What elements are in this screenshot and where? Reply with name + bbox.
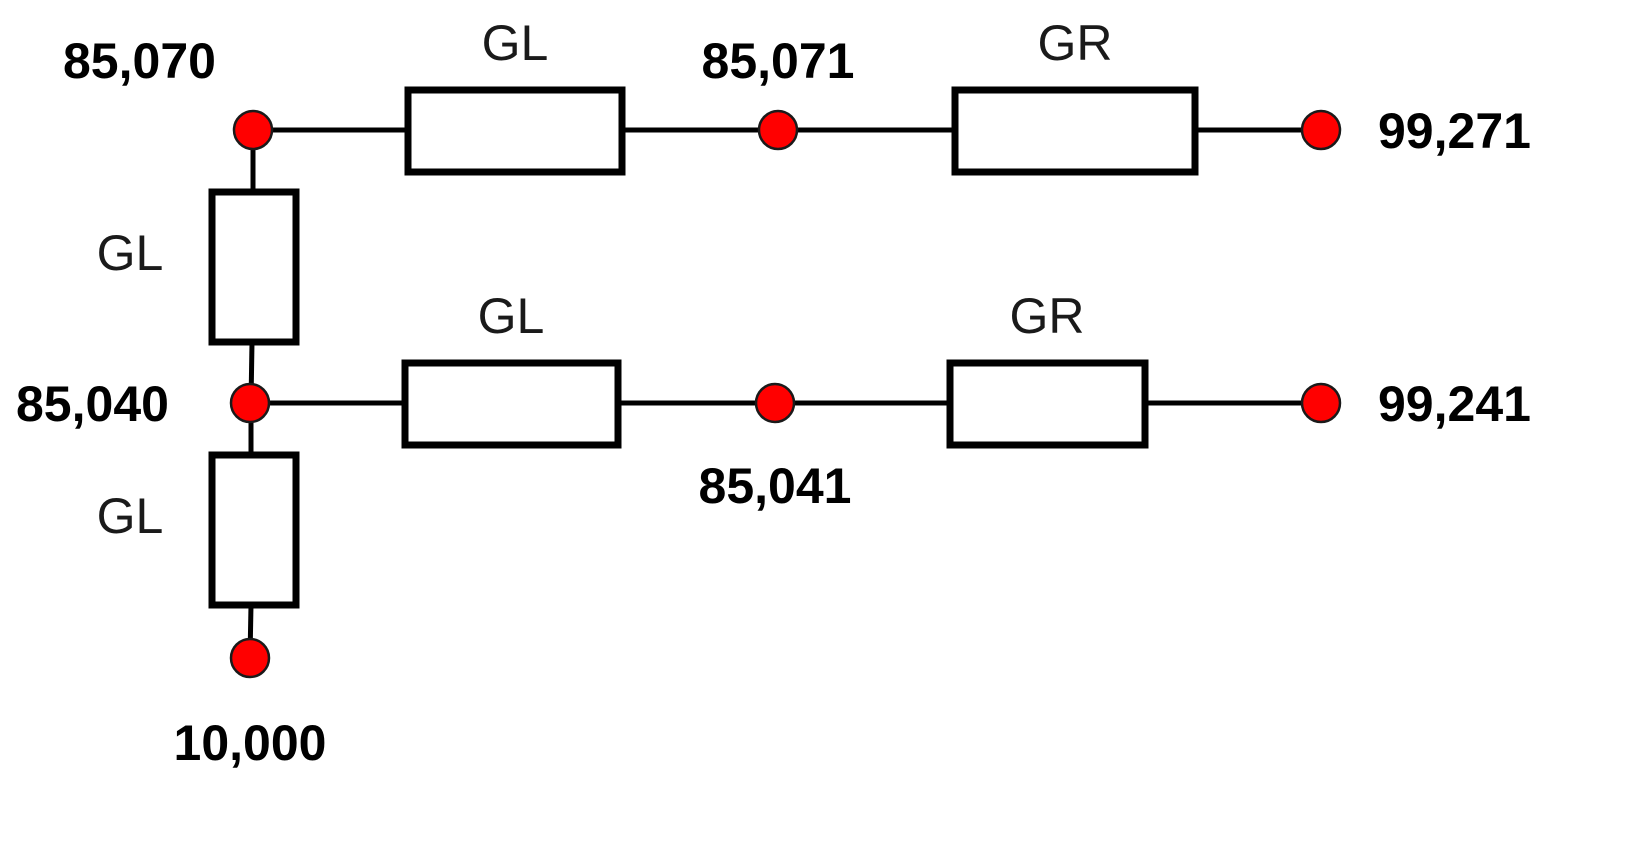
branch-label-b-mid-gl: GL	[478, 288, 545, 344]
node-dot-n85040[interactable]	[229, 382, 271, 424]
branch-box-b-left-gl-lower[interactable]	[208, 451, 300, 609]
nodes-layer	[229, 109, 1342, 679]
labels-layer: GL GR GL GR GL GL 85,070 85,071 99,271 85,040 85,0…	[16, 15, 1531, 771]
branch-box-b-top-gr[interactable]	[951, 86, 1199, 176]
node-label-n85070: 85,070	[63, 33, 216, 89]
node-dot-n99271[interactable]	[1300, 109, 1342, 151]
node-label-n85041: 85,041	[699, 458, 852, 514]
node-dot-n99241[interactable]	[1300, 382, 1342, 424]
branch-box-b-mid-gr[interactable]	[946, 359, 1149, 449]
branch-label-b-top-gl: GL	[482, 15, 549, 71]
node-dot-n85071[interactable]	[757, 109, 799, 151]
branch-box-b-mid-gl[interactable]	[401, 359, 622, 449]
branch-label-b-left-gl-lower: GL	[97, 488, 164, 544]
branch-box-b-top-gl[interactable]	[404, 86, 626, 176]
branch-label-b-left-gl-upper: GL	[97, 225, 164, 281]
node-label-n99241: 99,241	[1378, 376, 1531, 432]
branch-label-b-mid-gr: GR	[1010, 288, 1085, 344]
node-dot-n85041[interactable]	[754, 382, 796, 424]
node-label-n85071: 85,071	[702, 33, 855, 89]
branch-boxes-layer	[208, 86, 1199, 609]
branch-box-b-left-gl-upper[interactable]	[208, 188, 300, 346]
branch-label-b-top-gr: GR	[1038, 15, 1113, 71]
node-label-n10000: 10,000	[174, 715, 327, 771]
node-label-n99271: 99,271	[1378, 103, 1531, 159]
node-label-n85040: 85,040	[16, 376, 169, 432]
node-dot-n85070[interactable]	[232, 109, 274, 151]
node-dot-n10000[interactable]	[229, 637, 271, 679]
